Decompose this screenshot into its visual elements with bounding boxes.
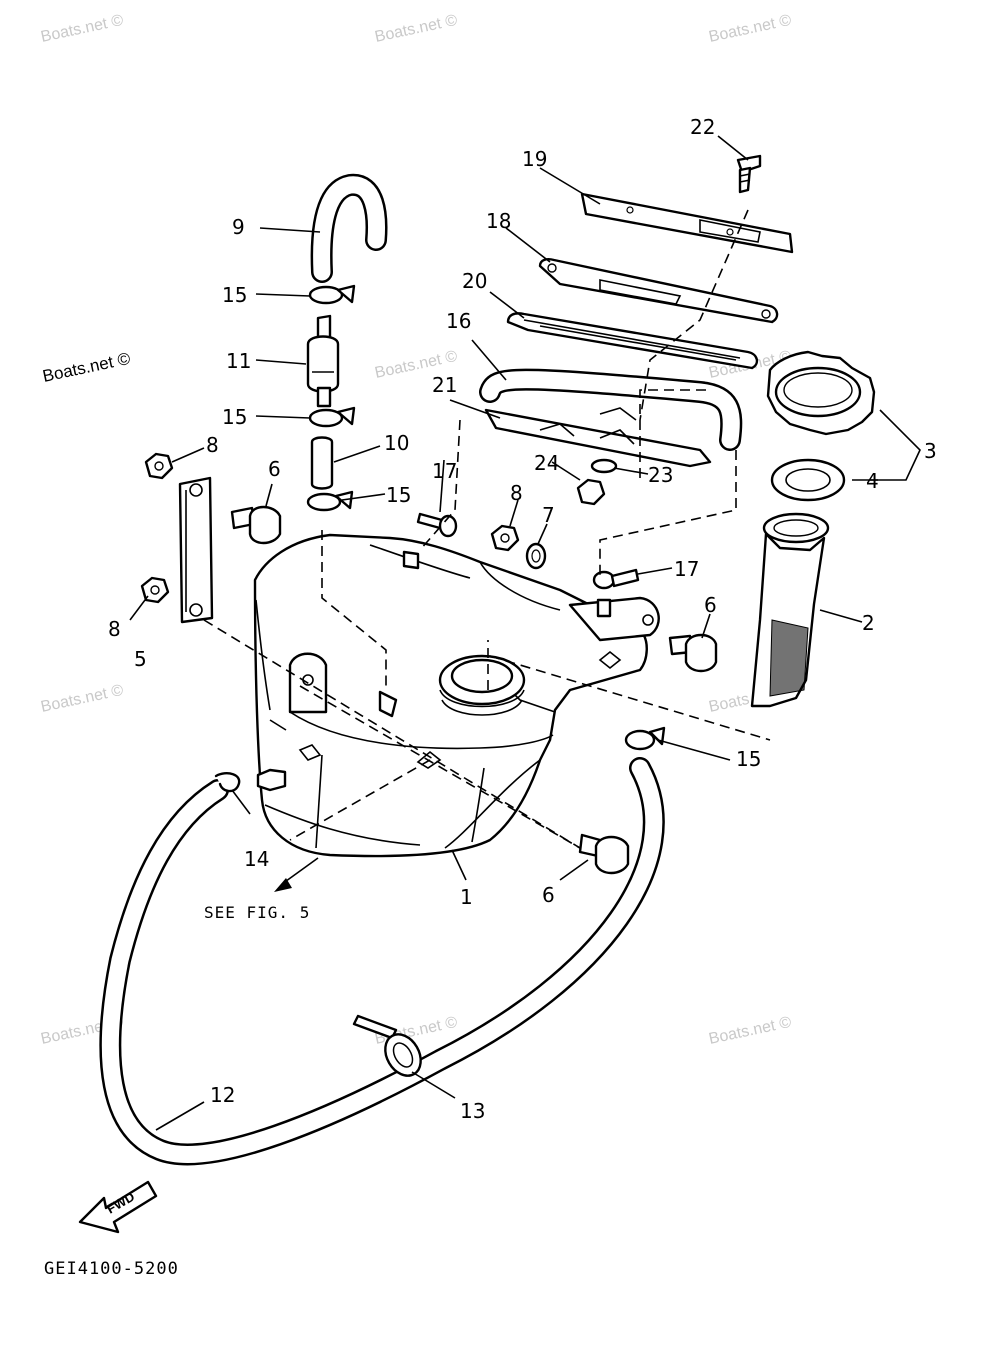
fuel-filter-11-icon bbox=[306, 314, 340, 408]
hose-10-icon bbox=[310, 436, 334, 490]
see-fig-note: SEE FIG. 5 bbox=[204, 903, 310, 922]
callouts: 9 15 11 15 10 15 8 8 5 6 17 8 7 17 6 2 4… bbox=[108, 115, 937, 1123]
diagram-code: GEI4100-5200 bbox=[44, 1259, 179, 1279]
fuel-cap-3-icon bbox=[766, 350, 876, 436]
callout-13: 13 bbox=[460, 1099, 485, 1123]
bolt-6-icon bbox=[230, 505, 282, 545]
nut-24-icon bbox=[576, 478, 606, 506]
callout-6: 6 bbox=[542, 883, 555, 907]
clamp-15-icon bbox=[624, 726, 666, 751]
callout-8: 8 bbox=[108, 617, 121, 641]
clip-17-icon bbox=[592, 568, 640, 590]
callout-17: 17 bbox=[674, 557, 699, 581]
plate-18-icon bbox=[538, 258, 779, 324]
callout-1: 1 bbox=[460, 885, 473, 909]
leader-lines bbox=[129, 135, 921, 1131]
callout-23: 23 bbox=[648, 463, 673, 487]
fwd-arrow-icon: FWD bbox=[78, 1180, 158, 1234]
callout-15: 15 bbox=[222, 405, 247, 429]
nut-8-icon bbox=[490, 524, 520, 552]
gasket-4-icon bbox=[770, 458, 846, 502]
gasket-plate-20-icon bbox=[506, 312, 759, 370]
callout-9: 9 bbox=[232, 215, 245, 239]
bracket-5-icon bbox=[178, 476, 214, 624]
callout-8: 8 bbox=[206, 433, 219, 457]
callout-15: 15 bbox=[222, 283, 247, 307]
plate-19-icon bbox=[580, 192, 794, 254]
watermark: Boats.net © bbox=[707, 1014, 793, 1048]
watermark: Boats.net © bbox=[41, 349, 133, 386]
callout-11: 11 bbox=[226, 349, 251, 373]
callout-5: 5 bbox=[134, 647, 147, 671]
callout-4: 4 bbox=[866, 469, 879, 493]
strainer-2-icon bbox=[750, 512, 830, 708]
screw-22-icon bbox=[736, 154, 762, 194]
clamp-15-icon bbox=[308, 284, 356, 305]
hose-16-icon bbox=[479, 368, 743, 451]
clamp-15-icon bbox=[308, 406, 356, 428]
hose-12-icon bbox=[99, 757, 665, 1166]
callout-10: 10 bbox=[384, 431, 409, 455]
callout-16: 16 bbox=[446, 309, 471, 333]
callout-14: 14 bbox=[244, 847, 269, 871]
callout-20: 20 bbox=[462, 269, 487, 293]
callout-21: 21 bbox=[432, 373, 457, 397]
clamp-15-icon bbox=[306, 490, 354, 512]
callout-19: 19 bbox=[522, 147, 547, 171]
assembly-lines bbox=[203, 209, 771, 849]
callout-17: 17 bbox=[432, 459, 457, 483]
clip-17-icon bbox=[416, 512, 458, 538]
clamp-14-icon bbox=[214, 772, 241, 793]
callout-3: 3 bbox=[924, 439, 937, 463]
washer-7-icon bbox=[525, 542, 547, 570]
hose-9-icon bbox=[310, 173, 388, 283]
callout-15: 15 bbox=[386, 483, 411, 507]
callout-7: 7 bbox=[542, 503, 555, 527]
callout-6: 6 bbox=[704, 593, 717, 617]
watermark: Boats.net © bbox=[39, 12, 125, 46]
callout-15: 15 bbox=[736, 747, 761, 771]
callout-6: 6 bbox=[268, 457, 281, 481]
watermark: Boats.net © bbox=[707, 12, 793, 46]
bolt-6-icon bbox=[668, 633, 718, 673]
callout-24: 24 bbox=[534, 451, 559, 475]
nut-8-icon bbox=[140, 576, 170, 604]
bracket-21-icon bbox=[484, 407, 712, 468]
callout-22: 22 bbox=[690, 115, 715, 139]
fuel-tank-icon bbox=[253, 533, 660, 858]
bolt-6-icon bbox=[578, 833, 630, 875]
nut-8-icon bbox=[144, 452, 174, 480]
washer-23-icon bbox=[590, 458, 618, 474]
callout-8: 8 bbox=[510, 481, 523, 505]
callout-2: 2 bbox=[862, 611, 875, 635]
watermark: Boats.net © bbox=[39, 682, 125, 716]
callout-12: 12 bbox=[210, 1083, 235, 1107]
cable-tie-13-icon bbox=[352, 1014, 422, 1077]
callout-18: 18 bbox=[486, 209, 511, 233]
watermark: Boats.net © bbox=[373, 12, 459, 46]
